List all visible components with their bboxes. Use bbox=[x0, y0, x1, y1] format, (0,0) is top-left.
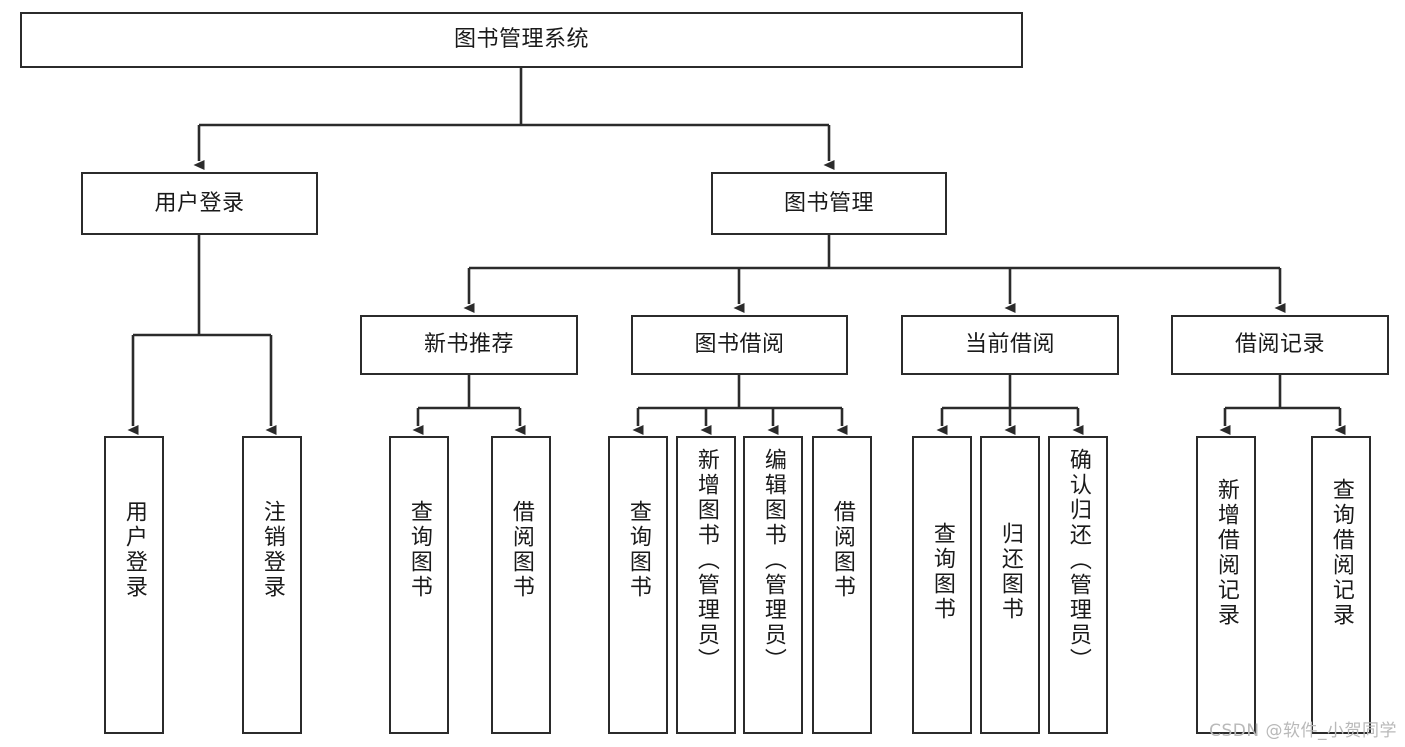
leaf-current-borrow-return[interactable]: 归还图书 bbox=[980, 436, 1040, 734]
leaf-user-login-signin[interactable]: 用户登录 bbox=[104, 436, 164, 734]
node-book-management[interactable]: 图书管理 bbox=[711, 172, 947, 235]
leaf-book-borrow-query-label: 查询图书 bbox=[625, 500, 651, 600]
leaf-borrow-record-query[interactable]: 查询借阅记录 bbox=[1311, 436, 1371, 734]
leaf-book-borrow-query[interactable]: 查询图书 bbox=[608, 436, 668, 734]
node-root-label: 图书管理系统 bbox=[453, 27, 589, 53]
leaf-new-book-borrow-label: 借阅图书 bbox=[508, 500, 534, 600]
leaf-borrow-record-add-label: 新增借阅记录 bbox=[1213, 478, 1239, 628]
leaf-new-book-borrow[interactable]: 借阅图书 bbox=[491, 436, 551, 734]
node-borrow-record-label: 借阅记录 bbox=[1234, 332, 1325, 358]
node-book-borrow[interactable]: 图书借阅 bbox=[631, 315, 848, 375]
node-book-management-label: 图书管理 bbox=[783, 190, 874, 216]
node-new-book-recommend[interactable]: 新书推荐 bbox=[360, 315, 578, 375]
leaf-current-borrow-return-label: 归还图书 bbox=[997, 522, 1023, 622]
node-root[interactable]: 图书管理系统 bbox=[20, 12, 1023, 68]
leaf-book-borrow-add-label: 新增图书（管理员） bbox=[693, 448, 719, 673]
leaf-borrow-record-add[interactable]: 新增借阅记录 bbox=[1196, 436, 1256, 734]
node-book-borrow-label: 图书借阅 bbox=[694, 332, 785, 358]
leaf-user-login-signout[interactable]: 注销登录 bbox=[242, 436, 302, 734]
leaf-current-borrow-confirm[interactable]: 确认归还（管理员） bbox=[1048, 436, 1108, 734]
leaf-current-borrow-query-label: 查询图书 bbox=[929, 522, 955, 622]
leaf-user-login-signin-label: 用户登录 bbox=[121, 500, 147, 600]
leaf-user-login-signout-label: 注销登录 bbox=[259, 500, 285, 600]
node-current-borrow-label: 当前借阅 bbox=[964, 332, 1055, 358]
node-current-borrow[interactable]: 当前借阅 bbox=[901, 315, 1119, 375]
leaf-borrow-record-query-label: 查询借阅记录 bbox=[1328, 478, 1354, 628]
leaf-new-book-query[interactable]: 查询图书 bbox=[389, 436, 449, 734]
leaf-book-borrow-edit-label: 编辑图书（管理员） bbox=[760, 448, 786, 673]
node-user-login-label: 用户登录 bbox=[154, 190, 245, 216]
watermark: CSDN @软件_小贺同学 bbox=[1209, 721, 1397, 741]
leaf-book-borrow-borrow-label: 借阅图书 bbox=[829, 500, 855, 600]
node-new-book-recommend-label: 新书推荐 bbox=[423, 332, 514, 358]
leaf-book-borrow-edit[interactable]: 编辑图书（管理员） bbox=[743, 436, 803, 734]
leaf-book-borrow-borrow[interactable]: 借阅图书 bbox=[812, 436, 872, 734]
leaf-book-borrow-add[interactable]: 新增图书（管理员） bbox=[676, 436, 736, 734]
leaf-new-book-query-label: 查询图书 bbox=[406, 500, 432, 600]
leaf-current-borrow-confirm-label: 确认归还（管理员） bbox=[1065, 448, 1091, 673]
node-borrow-record[interactable]: 借阅记录 bbox=[1171, 315, 1389, 375]
leaf-current-borrow-query[interactable]: 查询图书 bbox=[912, 436, 972, 734]
node-user-login[interactable]: 用户登录 bbox=[81, 172, 318, 235]
